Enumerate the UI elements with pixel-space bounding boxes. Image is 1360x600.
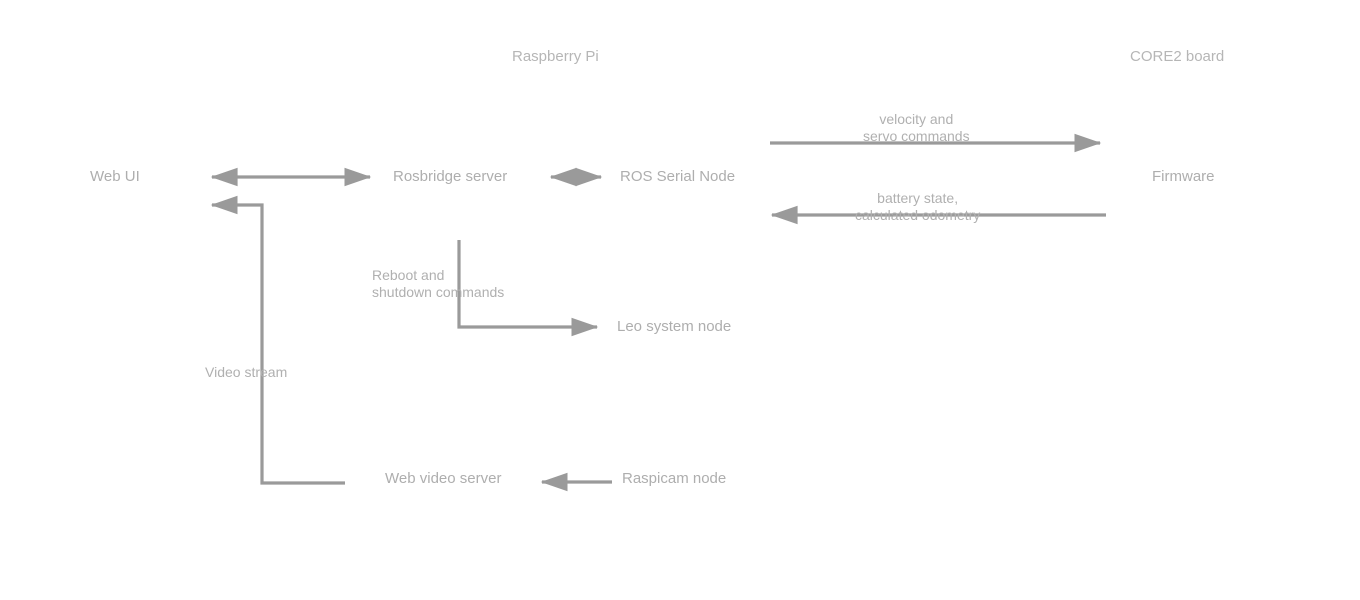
edge-label-line-1: Reboot and: [372, 267, 445, 283]
edge-webvideoserver-webui: [210, 195, 345, 485]
edge-label-line-2: servo commands: [863, 128, 970, 144]
edge-rosbridge-leosystem: [457, 240, 599, 337]
node-web-video-server[interactable]: Web video server: [385, 470, 502, 487]
edge-label-video-stream: Video stream: [205, 364, 288, 380]
node-raspicam-node[interactable]: Raspicam node: [622, 470, 727, 487]
edge-label-battery-odometry: battery state, calculated odometry: [855, 190, 980, 224]
edge-label-line-2: calculated odometry: [855, 207, 981, 223]
edge-label-line-1: velocity and: [879, 111, 954, 127]
group-label-raspberry-pi: Raspberry Pi: [512, 48, 599, 65]
node-ros-serial-node[interactable]: ROS Serial Node: [620, 168, 736, 185]
node-leo-system-node[interactable]: Leo system node: [617, 318, 732, 335]
edge-label-reboot-shutdown-commands: Reboot and shutdown commands: [372, 267, 504, 301]
node-web-ui[interactable]: Web UI: [90, 168, 140, 185]
edge-label-velocity-servo-commands: velocity and servo commands: [863, 111, 970, 145]
edge-label-line-2: shutdown commands: [372, 284, 505, 300]
edge-label-line-1: battery state,: [877, 190, 959, 206]
node-rosbridge-server[interactable]: Rosbridge server: [393, 168, 508, 185]
group-label-core2-board: CORE2 board: [1130, 48, 1225, 65]
node-firmware[interactable]: Firmware: [1152, 168, 1215, 185]
